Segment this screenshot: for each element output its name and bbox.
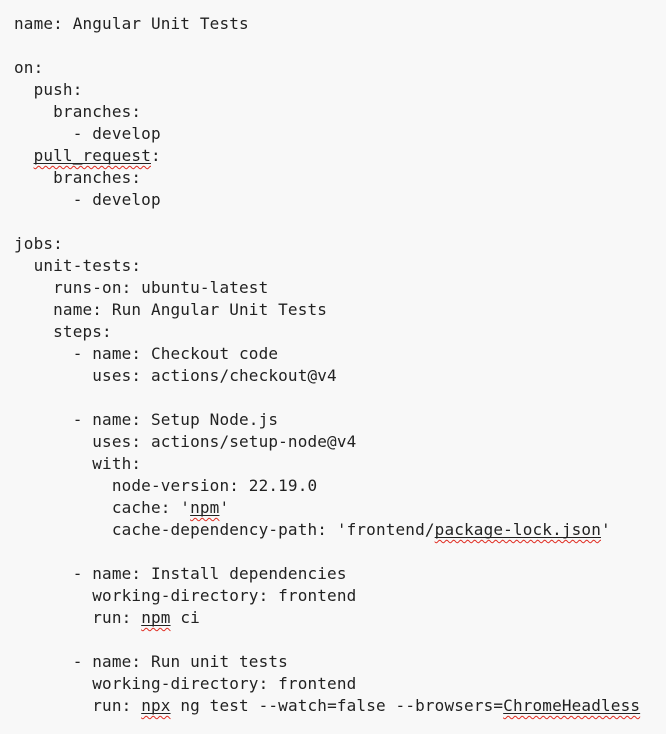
code-text: cache-dependency-path: 'frontend/	[14, 520, 435, 539]
code-text: '	[600, 520, 611, 539]
code-text: ci	[170, 608, 200, 627]
code-text: name: Angular Unit Tests	[14, 14, 249, 33]
code-line	[14, 629, 662, 651]
code-text: - name: Setup Node.js	[14, 410, 279, 429]
code-line: uses: actions/setup-node@v4	[14, 431, 662, 453]
code-line: push:	[14, 79, 662, 101]
code-text: run:	[14, 608, 142, 627]
code-line: run: npm ci	[14, 607, 662, 629]
misspelled-word[interactable]: npm	[190, 498, 219, 517]
code-line: - name: Install dependencies	[14, 563, 662, 585]
code-text: jobs:	[14, 234, 63, 253]
code-text: unit-tests:	[14, 256, 142, 275]
misspelled-word-underline: npm	[141, 608, 171, 627]
code-line: with:	[14, 453, 662, 475]
code-text: node-version: 22.19.0	[14, 476, 318, 495]
code-line: cache-dependency-path: 'frontend/package…	[14, 519, 662, 541]
misspelled-word-underline: package-lock.json	[434, 520, 601, 539]
code-line: - name: Checkout code	[14, 343, 662, 365]
code-text: - name: Checkout code	[14, 344, 279, 363]
code-line: branches:	[14, 167, 662, 189]
code-line: cache: 'npm'	[14, 497, 662, 519]
code-text: working-directory: frontend	[14, 586, 357, 605]
code-line: run: npx ng test --watch=false --browser…	[14, 695, 662, 717]
code-line	[14, 211, 662, 233]
code-line: node-version: 22.19.0	[14, 475, 662, 497]
code-text: working-directory: frontend	[14, 674, 357, 693]
code-line: name: Run Angular Unit Tests	[14, 299, 662, 321]
code-text: push:	[14, 80, 83, 99]
code-text: - develop	[14, 124, 161, 143]
code-line: branches:	[14, 101, 662, 123]
code-line	[14, 35, 662, 57]
code-line: runs-on: ubuntu-latest	[14, 277, 662, 299]
code-text: - develop	[14, 190, 161, 209]
misspelled-word-underline: pull_request	[33, 146, 151, 165]
code-text: ng test --watch=false --browsers=	[170, 696, 504, 715]
misspelled-word[interactable]: ChromeHeadless	[503, 696, 640, 715]
code-line	[14, 541, 662, 563]
code-text: '	[219, 498, 230, 517]
code-text: branches:	[14, 102, 142, 121]
code-text: steps:	[14, 322, 112, 341]
code-text: runs-on: ubuntu-latest	[14, 278, 269, 297]
misspelled-word-underline: ChromeHeadless	[503, 696, 641, 715]
code-line: steps:	[14, 321, 662, 343]
code-line: jobs:	[14, 233, 662, 255]
code-line: uses: actions/checkout@v4	[14, 365, 662, 387]
code-line: working-directory: frontend	[14, 585, 662, 607]
code-line: unit-tests:	[14, 255, 662, 277]
misspelled-word-underline: npm	[190, 498, 220, 517]
misspelled-word[interactable]: package-lock.json	[435, 520, 601, 539]
code-line: on:	[14, 57, 662, 79]
code-line: name: Angular Unit Tests	[14, 13, 662, 35]
code-line: working-directory: frontend	[14, 673, 662, 695]
code-text: with:	[14, 454, 142, 473]
code-text: - name: Run unit tests	[14, 652, 288, 671]
misspelled-word[interactable]: npx	[141, 696, 170, 715]
code-text: - name: Install dependencies	[14, 564, 347, 583]
code-line: pull_request:	[14, 145, 662, 167]
code-text: :	[150, 146, 161, 165]
code-text: on:	[14, 58, 44, 77]
code-line	[14, 387, 662, 409]
code-text: name: Run Angular Unit Tests	[14, 300, 328, 319]
code-text: cache: '	[14, 498, 191, 517]
code-line: - develop	[14, 123, 662, 145]
code-text: uses: actions/checkout@v4	[14, 366, 337, 385]
code-line: - name: Setup Node.js	[14, 409, 662, 431]
code-text	[14, 146, 34, 165]
code-text: run:	[14, 696, 142, 715]
misspelled-word[interactable]: pull_request	[34, 146, 151, 165]
misspelled-word-underline: npx	[141, 696, 171, 715]
code-line: - develop	[14, 189, 662, 211]
misspelled-word[interactable]: npm	[141, 608, 170, 627]
code-text: uses: actions/setup-node@v4	[14, 432, 357, 451]
code-text: branches:	[14, 168, 142, 187]
code-line: - name: Run unit tests	[14, 651, 662, 673]
